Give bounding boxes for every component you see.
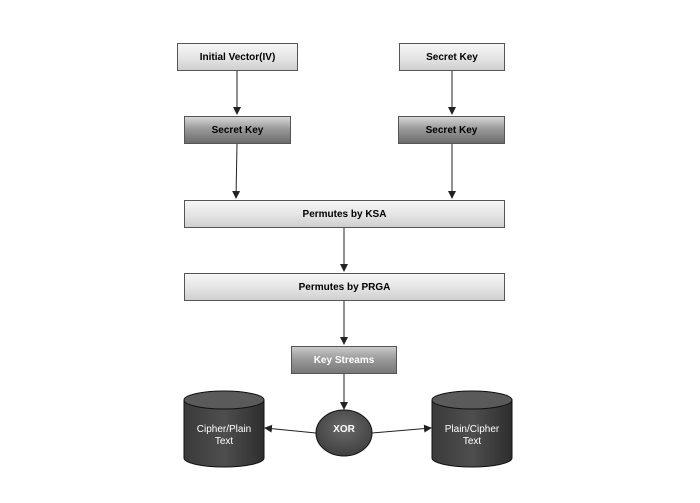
ksa-box: Permutes by KSA (184, 200, 505, 228)
secret-key-right-box: Secret Key (398, 116, 505, 144)
secret-key-top-label: Secret Key (426, 51, 478, 63)
secret-key-top-box: Secret Key (399, 43, 505, 71)
prga-label: Permutes by PRGA (298, 281, 391, 293)
initial-vector-label: Initial Vector(IV) (199, 51, 276, 63)
secret-key-left-box: Secret Key (184, 116, 291, 144)
key-streams-box: Key Streams (291, 346, 397, 374)
arrow-xor-to-right-cylinder (371, 424, 432, 434)
secret-key-left-label: Secret Key (211, 124, 264, 136)
initial-vector-box: Initial Vector(IV) (177, 43, 298, 71)
plain-cipher-label: Plain/Cipher Text (444, 424, 500, 447)
ksa-label: Permutes by KSA (302, 208, 387, 220)
plain-cipher-cylinder (431, 390, 513, 468)
secret-key-right-label: Secret Key (425, 124, 478, 136)
cipher-plain-cylinder (183, 390, 265, 468)
arrow-xor-to-left-cylinder (264, 424, 317, 434)
xor-label: XOR (333, 424, 355, 435)
xor-circle (315, 409, 373, 457)
prga-box: Permutes by PRGA (184, 273, 505, 301)
key-streams-label: Key Streams (313, 354, 375, 366)
cipher-plain-label: Cipher/Plain Text (196, 424, 252, 447)
arrow-secret-left-to-ksa (232, 143, 241, 199)
